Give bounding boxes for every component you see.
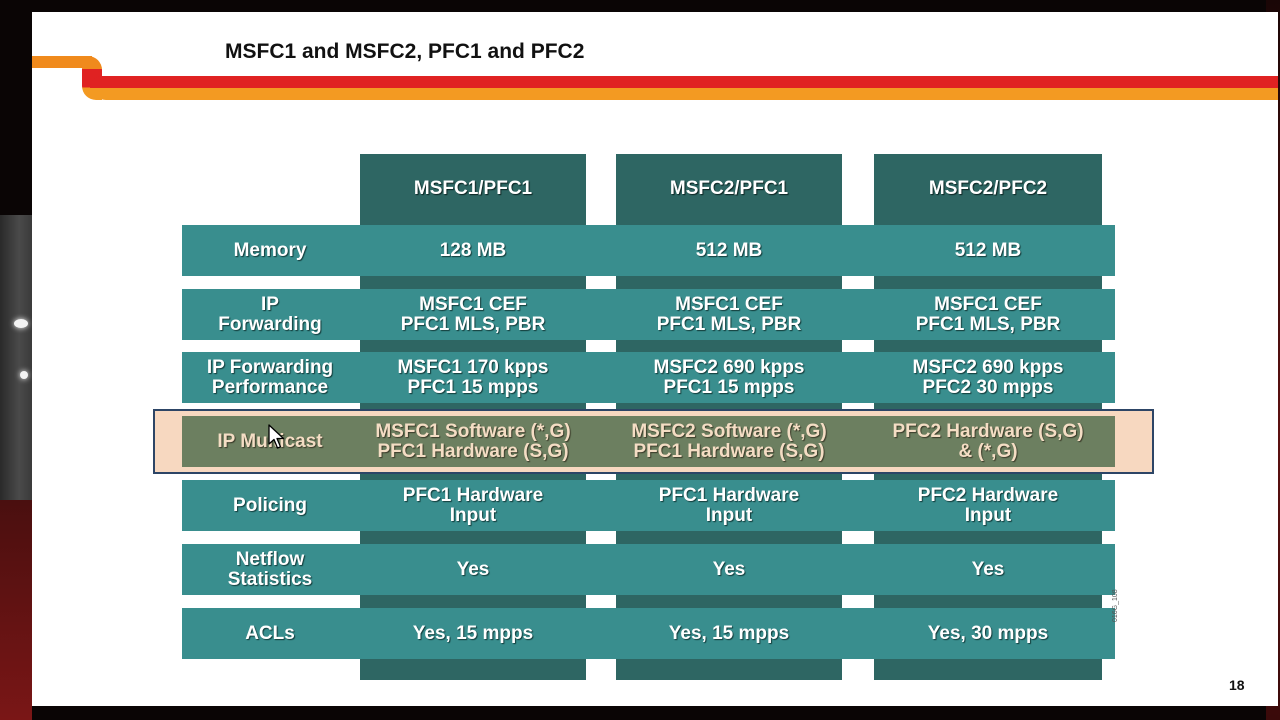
figure-code: 016G_108	[1112, 589, 1119, 622]
table-cell: MSFC1 CEF PFC1 MLS, PBR	[656, 293, 802, 335]
header-band-orange-lower	[94, 88, 1278, 100]
table-cell: MSFC1 170 kpps PFC1 15 mpps	[397, 356, 549, 398]
ceiling-light	[20, 371, 28, 379]
column-header: MSFC1/PFC1	[413, 178, 533, 199]
header-band-red	[90, 76, 1278, 88]
table-cell: 512 MB	[954, 239, 1022, 261]
table-cell: PFC2 Hardware (S,G) & (*,G)	[892, 420, 1084, 462]
table-row	[182, 608, 1115, 659]
header-band-orange	[32, 56, 92, 68]
background-camera-feed	[0, 215, 32, 505]
table-row	[182, 289, 1115, 340]
row-label: Memory	[233, 239, 307, 261]
table-cell: MSFC1 Software (*,G) PFC1 Hardware (S,G)	[375, 420, 571, 462]
page-number: 18	[1229, 677, 1245, 693]
table-cell: Yes, 30 mpps	[927, 622, 1049, 644]
column-header: MSFC2/PFC2	[928, 178, 1048, 199]
table-cell: MSFC2 690 kpps PFC1 15 mpps	[653, 356, 805, 398]
table-cell: Yes	[456, 558, 490, 580]
column-header: MSFC2/PFC1	[669, 178, 789, 199]
row-label: IP Multicast	[217, 430, 323, 452]
row-label: IP Forwarding Performance	[206, 356, 334, 398]
background-left	[0, 500, 32, 720]
table-row	[182, 480, 1115, 531]
table-cell: MSFC2 690 kpps PFC2 30 mpps	[912, 356, 1064, 398]
table-cell: PFC1 Hardware Input	[402, 484, 544, 526]
table-cell: 128 MB	[439, 239, 507, 261]
slide-title: MSFC1 and MSFC2, PFC1 and PFC2	[225, 40, 585, 63]
slide: MSFC1 and MSFC2, PFC1 and PFC2 MSFC1/PFC…	[32, 12, 1278, 706]
table-cell: MSFC1 CEF PFC1 MLS, PBR	[915, 293, 1061, 335]
table-row	[182, 225, 1115, 276]
mouse-pointer-icon	[268, 424, 285, 449]
table-cell: Yes, 15 mpps	[668, 622, 790, 644]
ceiling-light	[14, 319, 28, 328]
table-cell: Yes, 15 mpps	[412, 622, 534, 644]
table-row	[182, 352, 1115, 403]
table-cell: PFC2 Hardware Input	[917, 484, 1059, 526]
table-cell: 512 MB	[695, 239, 763, 261]
table-cell: MSFC1 CEF PFC1 MLS, PBR	[400, 293, 546, 335]
row-label: IP Forwarding	[218, 293, 322, 335]
table-cell: Yes	[712, 558, 746, 580]
table-cell: PFC1 Hardware Input	[658, 484, 800, 526]
table-row-highlighted	[182, 416, 1115, 467]
table-cell: Yes	[971, 558, 1005, 580]
row-label: Policing	[233, 494, 307, 516]
table-row	[182, 544, 1115, 595]
table-cell: MSFC2 Software (*,G) PFC1 Hardware (S,G)	[631, 420, 827, 462]
row-label: ACLs	[245, 622, 295, 644]
row-label: Netflow Statistics	[227, 548, 313, 590]
